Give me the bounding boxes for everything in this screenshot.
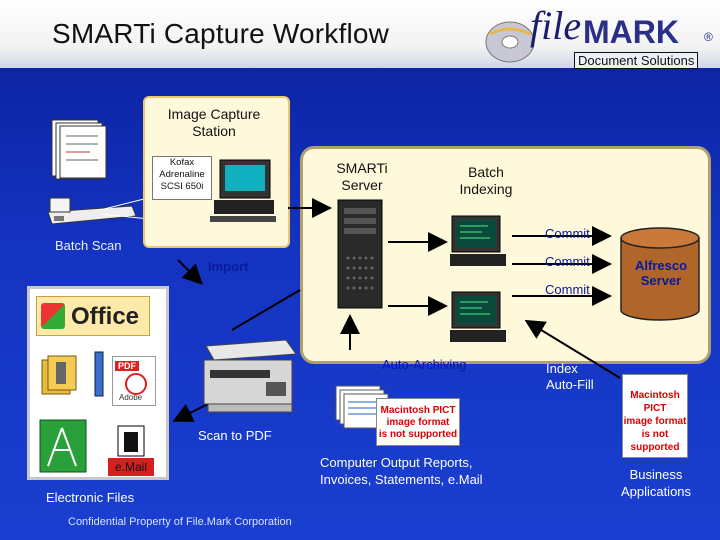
cad-drawing-icon [38, 418, 88, 474]
pict-placeholder-2: Macintosh PICT image format is not suppo… [622, 374, 688, 458]
business-apps-line2: Applications [610, 483, 702, 500]
pdf-file-icon: PDF Adobe [112, 356, 156, 406]
index-autofill-line1: Index [546, 361, 594, 377]
cold-line2: Invoices, Statements, e.Mail [320, 471, 483, 488]
cold-line1: Computer Output Reports, [320, 454, 483, 471]
connector-pdf-to-server [232, 290, 300, 330]
commit-label-3: Commit [545, 282, 590, 297]
business-apps-label: Business Applications [610, 466, 702, 500]
pict1-line2: image format [377, 417, 459, 429]
import-label: Import [208, 259, 248, 274]
index-autofill-line2: Auto-Fill [546, 377, 594, 393]
pict2-line3: is not supported [623, 428, 687, 454]
pict2-line1: Macintosh PICT [623, 389, 687, 415]
pict1-line1: Macintosh PICT [377, 405, 459, 417]
office-logo: Office [36, 296, 150, 336]
office-icon [41, 303, 65, 329]
zipper-icon [88, 350, 110, 398]
pict2-line2: image format [623, 415, 687, 428]
scan-to-pdf-label: Scan to PDF [198, 428, 272, 443]
cold-label: Computer Output Reports, Invoices, State… [320, 454, 483, 488]
footer-text: Confidential Property of File.Mark Corpo… [68, 516, 292, 528]
pict-placeholder-1: Macintosh PICT image format is not suppo… [376, 398, 460, 446]
alfresco-line1: Alfresco [622, 258, 700, 273]
arrow-import [178, 260, 200, 282]
archive-zip-icon [38, 354, 82, 398]
email-icon [116, 424, 146, 460]
alfresco-server-label: Alfresco Server [622, 258, 700, 288]
pict1-line3: is not supported [377, 429, 459, 441]
alfresco-line2: Server [622, 273, 700, 288]
pdf-badge: PDF [115, 361, 139, 371]
adobe-text: Adobe [119, 393, 142, 402]
commit-label-2: Commit [545, 254, 590, 269]
multifunction-printer-icon [196, 334, 300, 416]
commit-label-1: Commit [545, 226, 590, 241]
auto-archiving-label: Auto-Archiving [382, 357, 467, 372]
office-text: Office [71, 303, 139, 331]
adobe-symbol-icon [125, 373, 147, 395]
email-badge: e.Mail [108, 458, 154, 476]
index-autofill-label: Index Auto-Fill [546, 361, 594, 393]
electronic-files-label: Electronic Files [46, 490, 134, 505]
business-apps-line1: Business [610, 466, 702, 483]
